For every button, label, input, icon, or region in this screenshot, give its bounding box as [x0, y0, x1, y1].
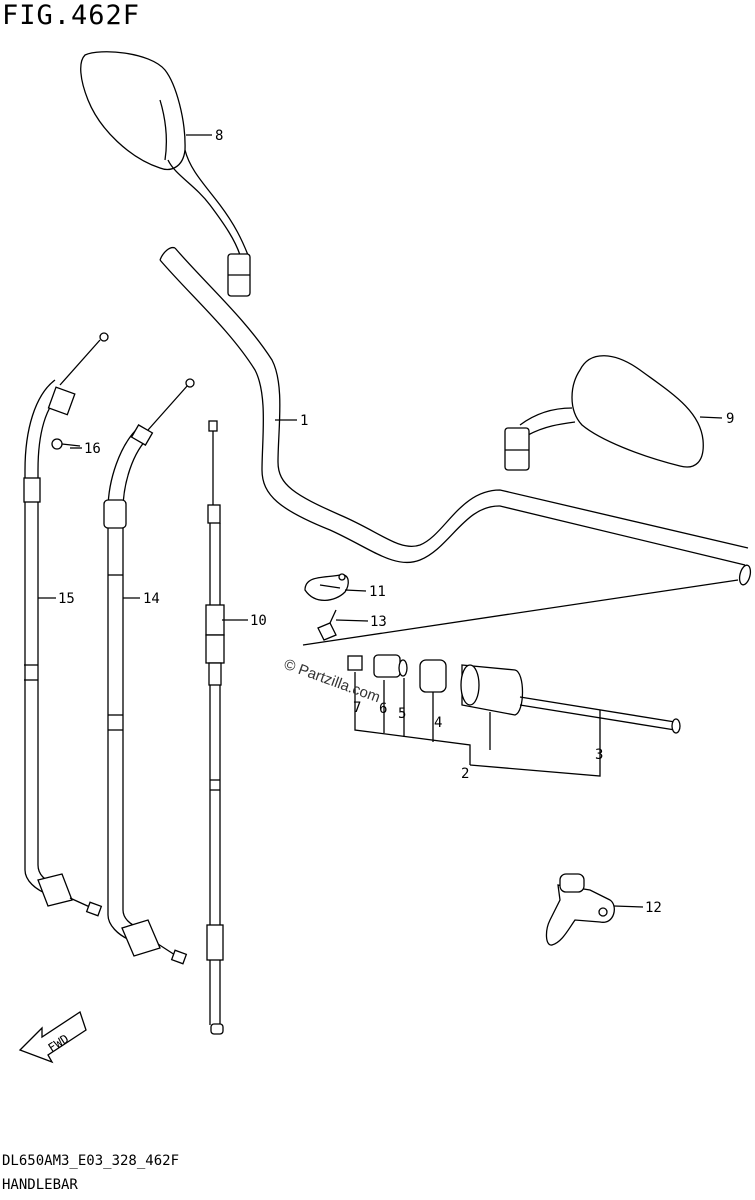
callout-13: 13: [370, 614, 387, 630]
mirror-left[interactable]: [80, 51, 251, 297]
bracket-12[interactable]: [545, 873, 615, 946]
callout-12: 12: [645, 900, 662, 916]
bolt-13[interactable]: [317, 609, 337, 641]
leader-lines: [38, 134, 723, 908]
callout-10: 10: [250, 613, 267, 629]
callout-9: 9: [726, 411, 734, 427]
fwd-arrow: FWD: [18, 1010, 87, 1064]
callout-5: 5: [398, 706, 406, 722]
handlebar-tube[interactable]: [159, 246, 752, 646]
callout-labels: 1 2 3 4 5 6 7 8 9 10 11 12 13 14 15 16: [58, 128, 734, 916]
cable-15[interactable]: [23, 332, 109, 917]
callout-1: 1: [300, 413, 308, 429]
callout-4: 4: [434, 715, 442, 731]
cable-14[interactable]: [103, 378, 195, 965]
mirror-right[interactable]: [504, 355, 704, 471]
watermark: © Partzilla.com: [282, 656, 383, 707]
callout-16: 16: [84, 441, 101, 457]
callout-15: 15: [58, 591, 75, 607]
callout-8: 8: [215, 128, 223, 144]
figure-name: HANDLEBAR: [2, 1177, 78, 1193]
callout-7: 7: [353, 700, 361, 716]
bar-end-assembly[interactable]: [347, 654, 681, 734]
callout-14: 14: [143, 591, 160, 607]
callout-6: 6: [379, 701, 387, 717]
callout-3: 3: [595, 747, 603, 763]
callout-11: 11: [369, 584, 386, 600]
callout-2: 2: [461, 766, 469, 782]
cable-10[interactable]: [205, 420, 225, 1035]
figure-code: DL650AM3_E03_328_462F: [2, 1153, 180, 1169]
clamp-11[interactable]: [304, 573, 349, 602]
figure-title: FIG.462F: [2, 0, 141, 31]
